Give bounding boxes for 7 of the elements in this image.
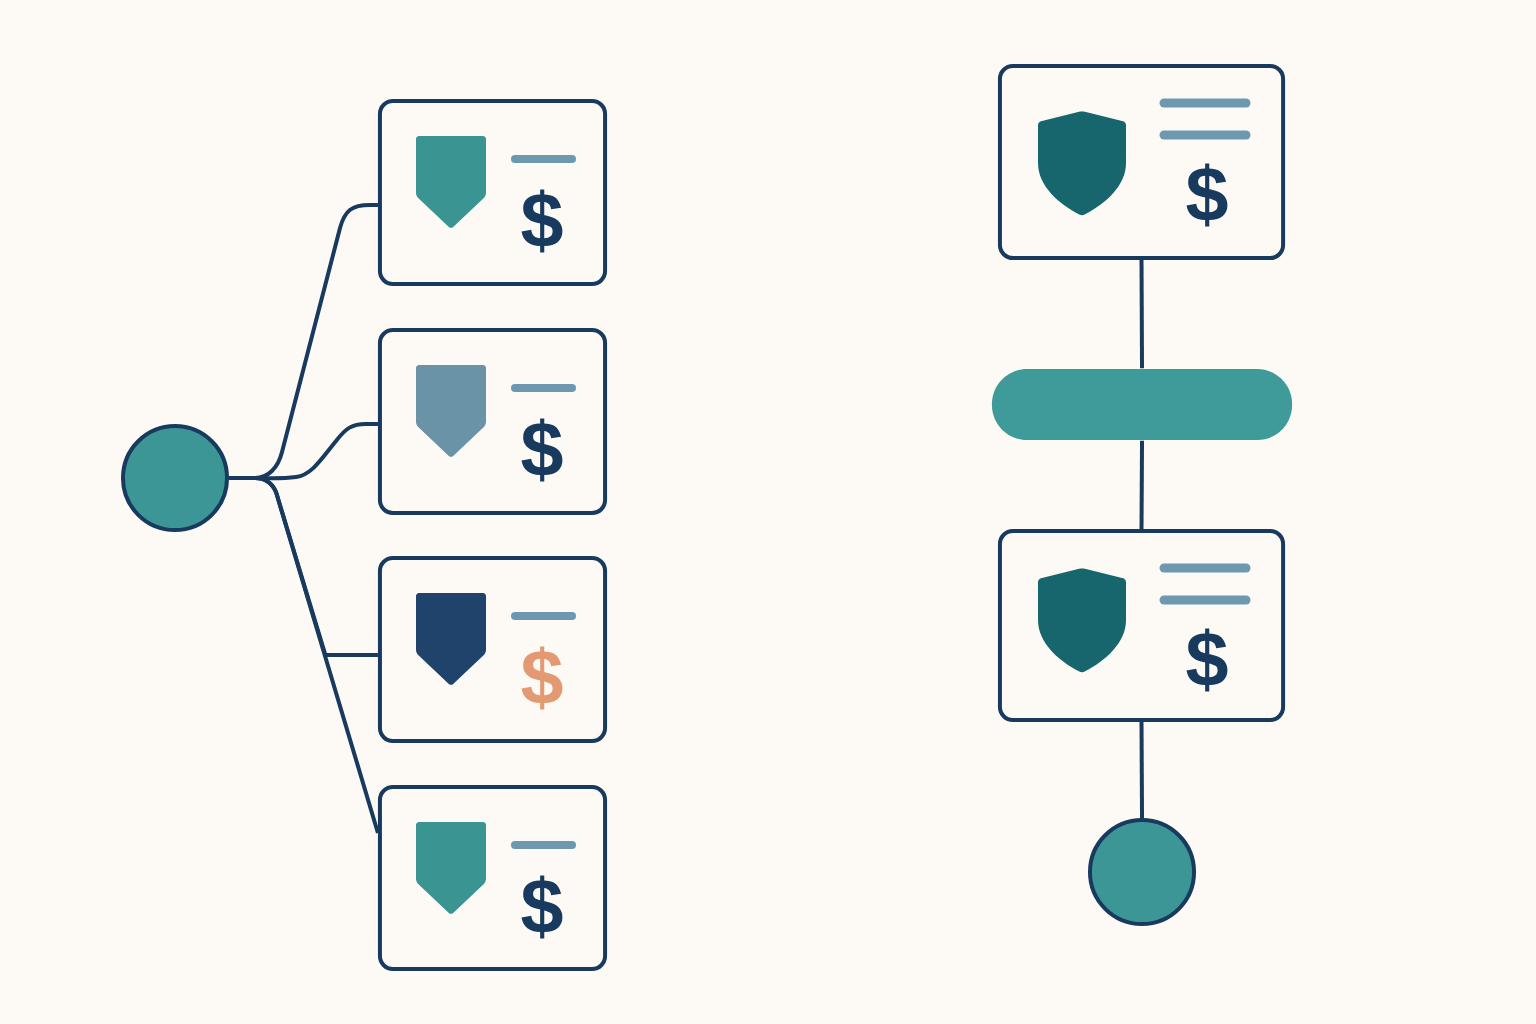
circle xyxy=(1088,818,1197,927)
circle xyxy=(121,424,230,533)
connector-line xyxy=(1139,722,1144,818)
rounded-bar xyxy=(991,369,1293,441)
connector-line xyxy=(1139,260,1144,369)
connector-line xyxy=(229,476,380,834)
connector-line xyxy=(1139,440,1144,529)
